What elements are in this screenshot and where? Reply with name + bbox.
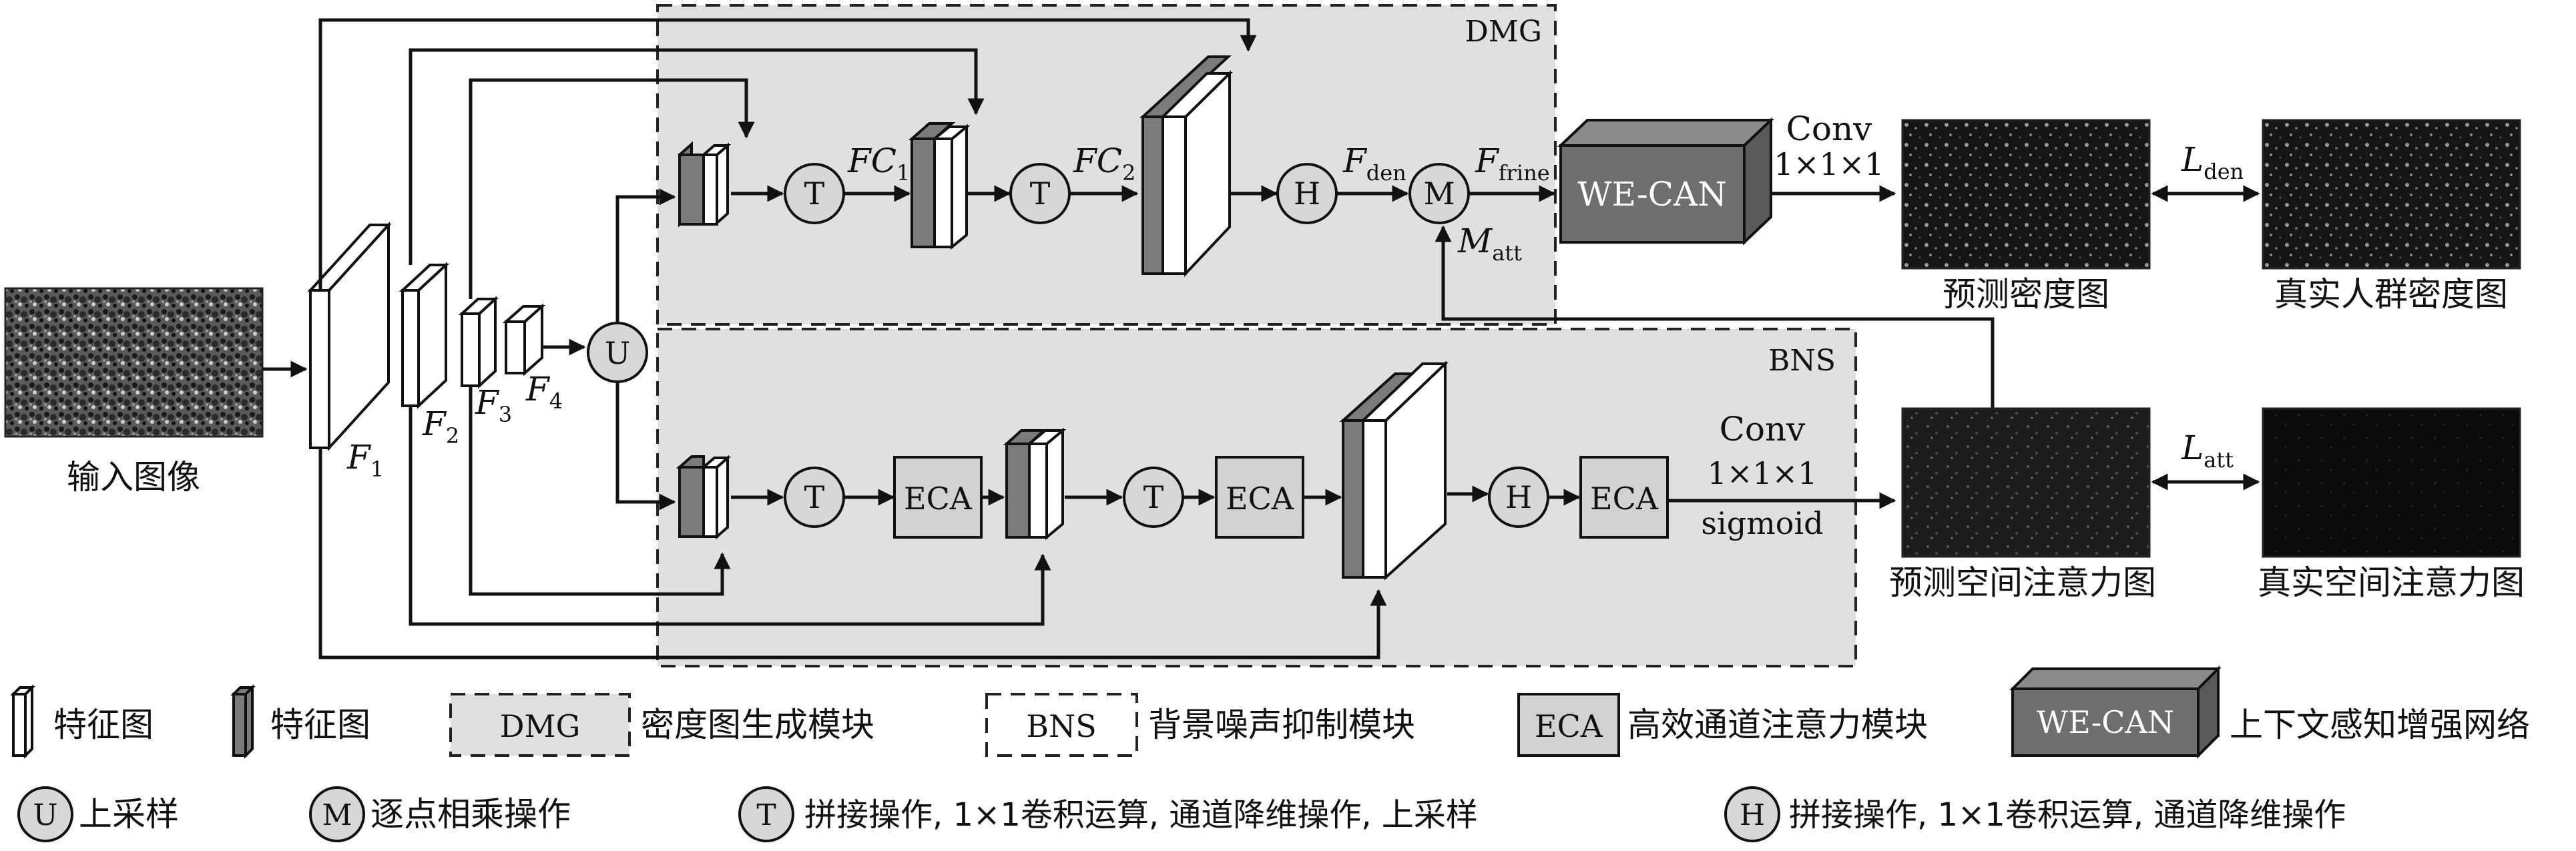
- svg-text:U: U: [605, 335, 631, 371]
- latt-label: Latt: [2181, 429, 2234, 473]
- dmg-block-1: [678, 141, 732, 228]
- dmg-block-2: [908, 122, 971, 250]
- multiply-op: M: [1408, 163, 1470, 224]
- pred-density-map: 预测密度图: [1901, 119, 2151, 314]
- svg-text:特征图: 特征图: [53, 705, 154, 744]
- bns-block-3: [1339, 360, 1449, 581]
- svg-text:高效通道注意力模块: 高效通道注意力模块: [1627, 705, 1928, 744]
- bns-region-label: BNS: [1768, 344, 1836, 378]
- input-image-caption: 输入图像: [67, 458, 200, 497]
- svg-text:逐点相乘操作: 逐点相乘操作: [370, 795, 571, 834]
- bns-concat-1: T: [784, 467, 845, 528]
- dmg-concat-2: T: [1009, 163, 1071, 224]
- svg-text:拼接操作, 1×1卷积运算, 通道降维操作, 上采样: 拼接操作, 1×1卷积运算, 通道降维操作, 上采样: [804, 796, 1478, 834]
- legend-eca: ECA 高效通道注意力模块: [1517, 693, 1928, 757]
- svg-text:特征图: 特征图: [270, 705, 370, 744]
- conv-top-label: Conv: [1786, 109, 1873, 148]
- upsample-op: U: [587, 322, 648, 383]
- svg-text:H: H: [1505, 479, 1532, 515]
- lden-label: Lden: [2181, 140, 2244, 184]
- f3-label: F3: [475, 383, 512, 427]
- legend-concat-h: H 拼接操作, 1×1卷积运算, 通道降维操作: [1724, 786, 2346, 842]
- gt-attention-caption: 真实空间注意力图: [2258, 563, 2525, 602]
- svg-text:T: T: [804, 176, 825, 212]
- legend-dmg: DMG 密度图生成模块: [449, 693, 874, 757]
- svg-text:M: M: [1423, 176, 1455, 212]
- legend-wecan: WE-CAN 上下文感知增强网络: [2009, 665, 2530, 759]
- pred-attention-map: 预测空间注意力图: [1889, 407, 2156, 602]
- dmg-concat-1: T: [784, 163, 845, 224]
- svg-text:T: T: [804, 479, 825, 515]
- svg-text:M: M: [322, 798, 352, 832]
- legend-feature-white: 特征图: [10, 684, 154, 759]
- gt-density-caption: 真实人群密度图: [2274, 275, 2508, 314]
- dmg-block-3: [1139, 55, 1233, 278]
- bns-eca-2: ECA: [1215, 456, 1304, 539]
- legend-feature-gray: 特征图: [230, 684, 370, 759]
- bns-block-2: [1003, 427, 1067, 541]
- bns-concat-2: T: [1123, 467, 1184, 528]
- f4-label: F4: [525, 370, 563, 414]
- svg-text:ECA: ECA: [1590, 481, 1659, 517]
- svg-text:T: T: [756, 798, 776, 832]
- svg-text:ECA: ECA: [904, 481, 973, 517]
- fc2-label: FC2: [1073, 141, 1135, 186]
- gt-density-map: 真实人群密度图: [2262, 119, 2521, 314]
- conv-bottom-kernel: 1×1×1: [1708, 455, 1818, 491]
- conv-bottom-label: Conv: [1720, 410, 1806, 449]
- svg-text:T: T: [1030, 176, 1051, 212]
- f1-label: F1: [346, 438, 384, 482]
- svg-text:H: H: [1740, 798, 1765, 832]
- matt-label: Matt: [1457, 222, 1522, 266]
- legend-bns: BNS 背景噪声抑制模块: [985, 693, 1415, 757]
- wecan-label: WE-CAN: [1577, 175, 1727, 214]
- sigmoid-label: sigmoid: [1701, 505, 1823, 541]
- svg-text:ECA: ECA: [1535, 708, 1603, 744]
- input-image: 输入图像: [4, 287, 264, 497]
- fc1-label: FC1: [847, 141, 910, 186]
- bns-eca-1: ECA: [893, 456, 983, 539]
- f2-label: F2: [422, 404, 459, 449]
- svg-text:上采样: 上采样: [79, 795, 179, 834]
- svg-text:U: U: [33, 798, 57, 832]
- feature-map-f3: [458, 296, 499, 389]
- legend-concat-t: T 拼接操作, 1×1卷积运算, 通道降维操作, 上采样: [738, 786, 1478, 842]
- svg-text:背景噪声抑制模块: 背景噪声抑制模块: [1148, 705, 1415, 744]
- pred-density-caption: 预测密度图: [1943, 275, 2109, 314]
- svg-text:ECA: ECA: [1226, 481, 1294, 517]
- svg-text:密度图生成模块: 密度图生成模块: [641, 705, 874, 744]
- ffrine-label: Ffrine: [1475, 141, 1550, 186]
- svg-text:WE-CAN: WE-CAN: [2037, 704, 2174, 740]
- svg-text:BNS: BNS: [1026, 708, 1097, 744]
- bns-eca-3: ECA: [1579, 456, 1669, 539]
- svg-text:上下文感知增强网络: 上下文感知增强网络: [2230, 705, 2530, 744]
- conv-top-kernel: 1×1×1: [1774, 146, 1884, 182]
- svg-text:T: T: [1143, 479, 1164, 515]
- feature-map-f2: [399, 262, 450, 409]
- svg-text:H: H: [1294, 176, 1320, 212]
- feature-map-f1: [307, 221, 392, 452]
- svg-text:拼接操作, 1×1卷积运算, 通道降维操作: 拼接操作, 1×1卷积运算, 通道降维操作: [1789, 796, 2346, 834]
- wecan-block: WE-CAN: [1557, 117, 1775, 246]
- svg-text:DMG: DMG: [500, 708, 581, 744]
- feature-map-f4: [502, 303, 546, 376]
- legend-multiply: M 逐点相乘操作: [309, 786, 571, 842]
- gt-attention-map: 真实空间注意力图: [2258, 407, 2525, 602]
- bns-concat-h: H: [1488, 467, 1549, 528]
- bns-block-1: [676, 455, 732, 540]
- fden-label: Fden: [1342, 141, 1406, 186]
- dmg-region-label: DMG: [1465, 15, 1542, 49]
- dmg-concat-h: H: [1276, 163, 1338, 224]
- pred-attention-caption: 预测空间注意力图: [1889, 563, 2156, 602]
- legend-upsample: U 上采样: [17, 786, 179, 842]
